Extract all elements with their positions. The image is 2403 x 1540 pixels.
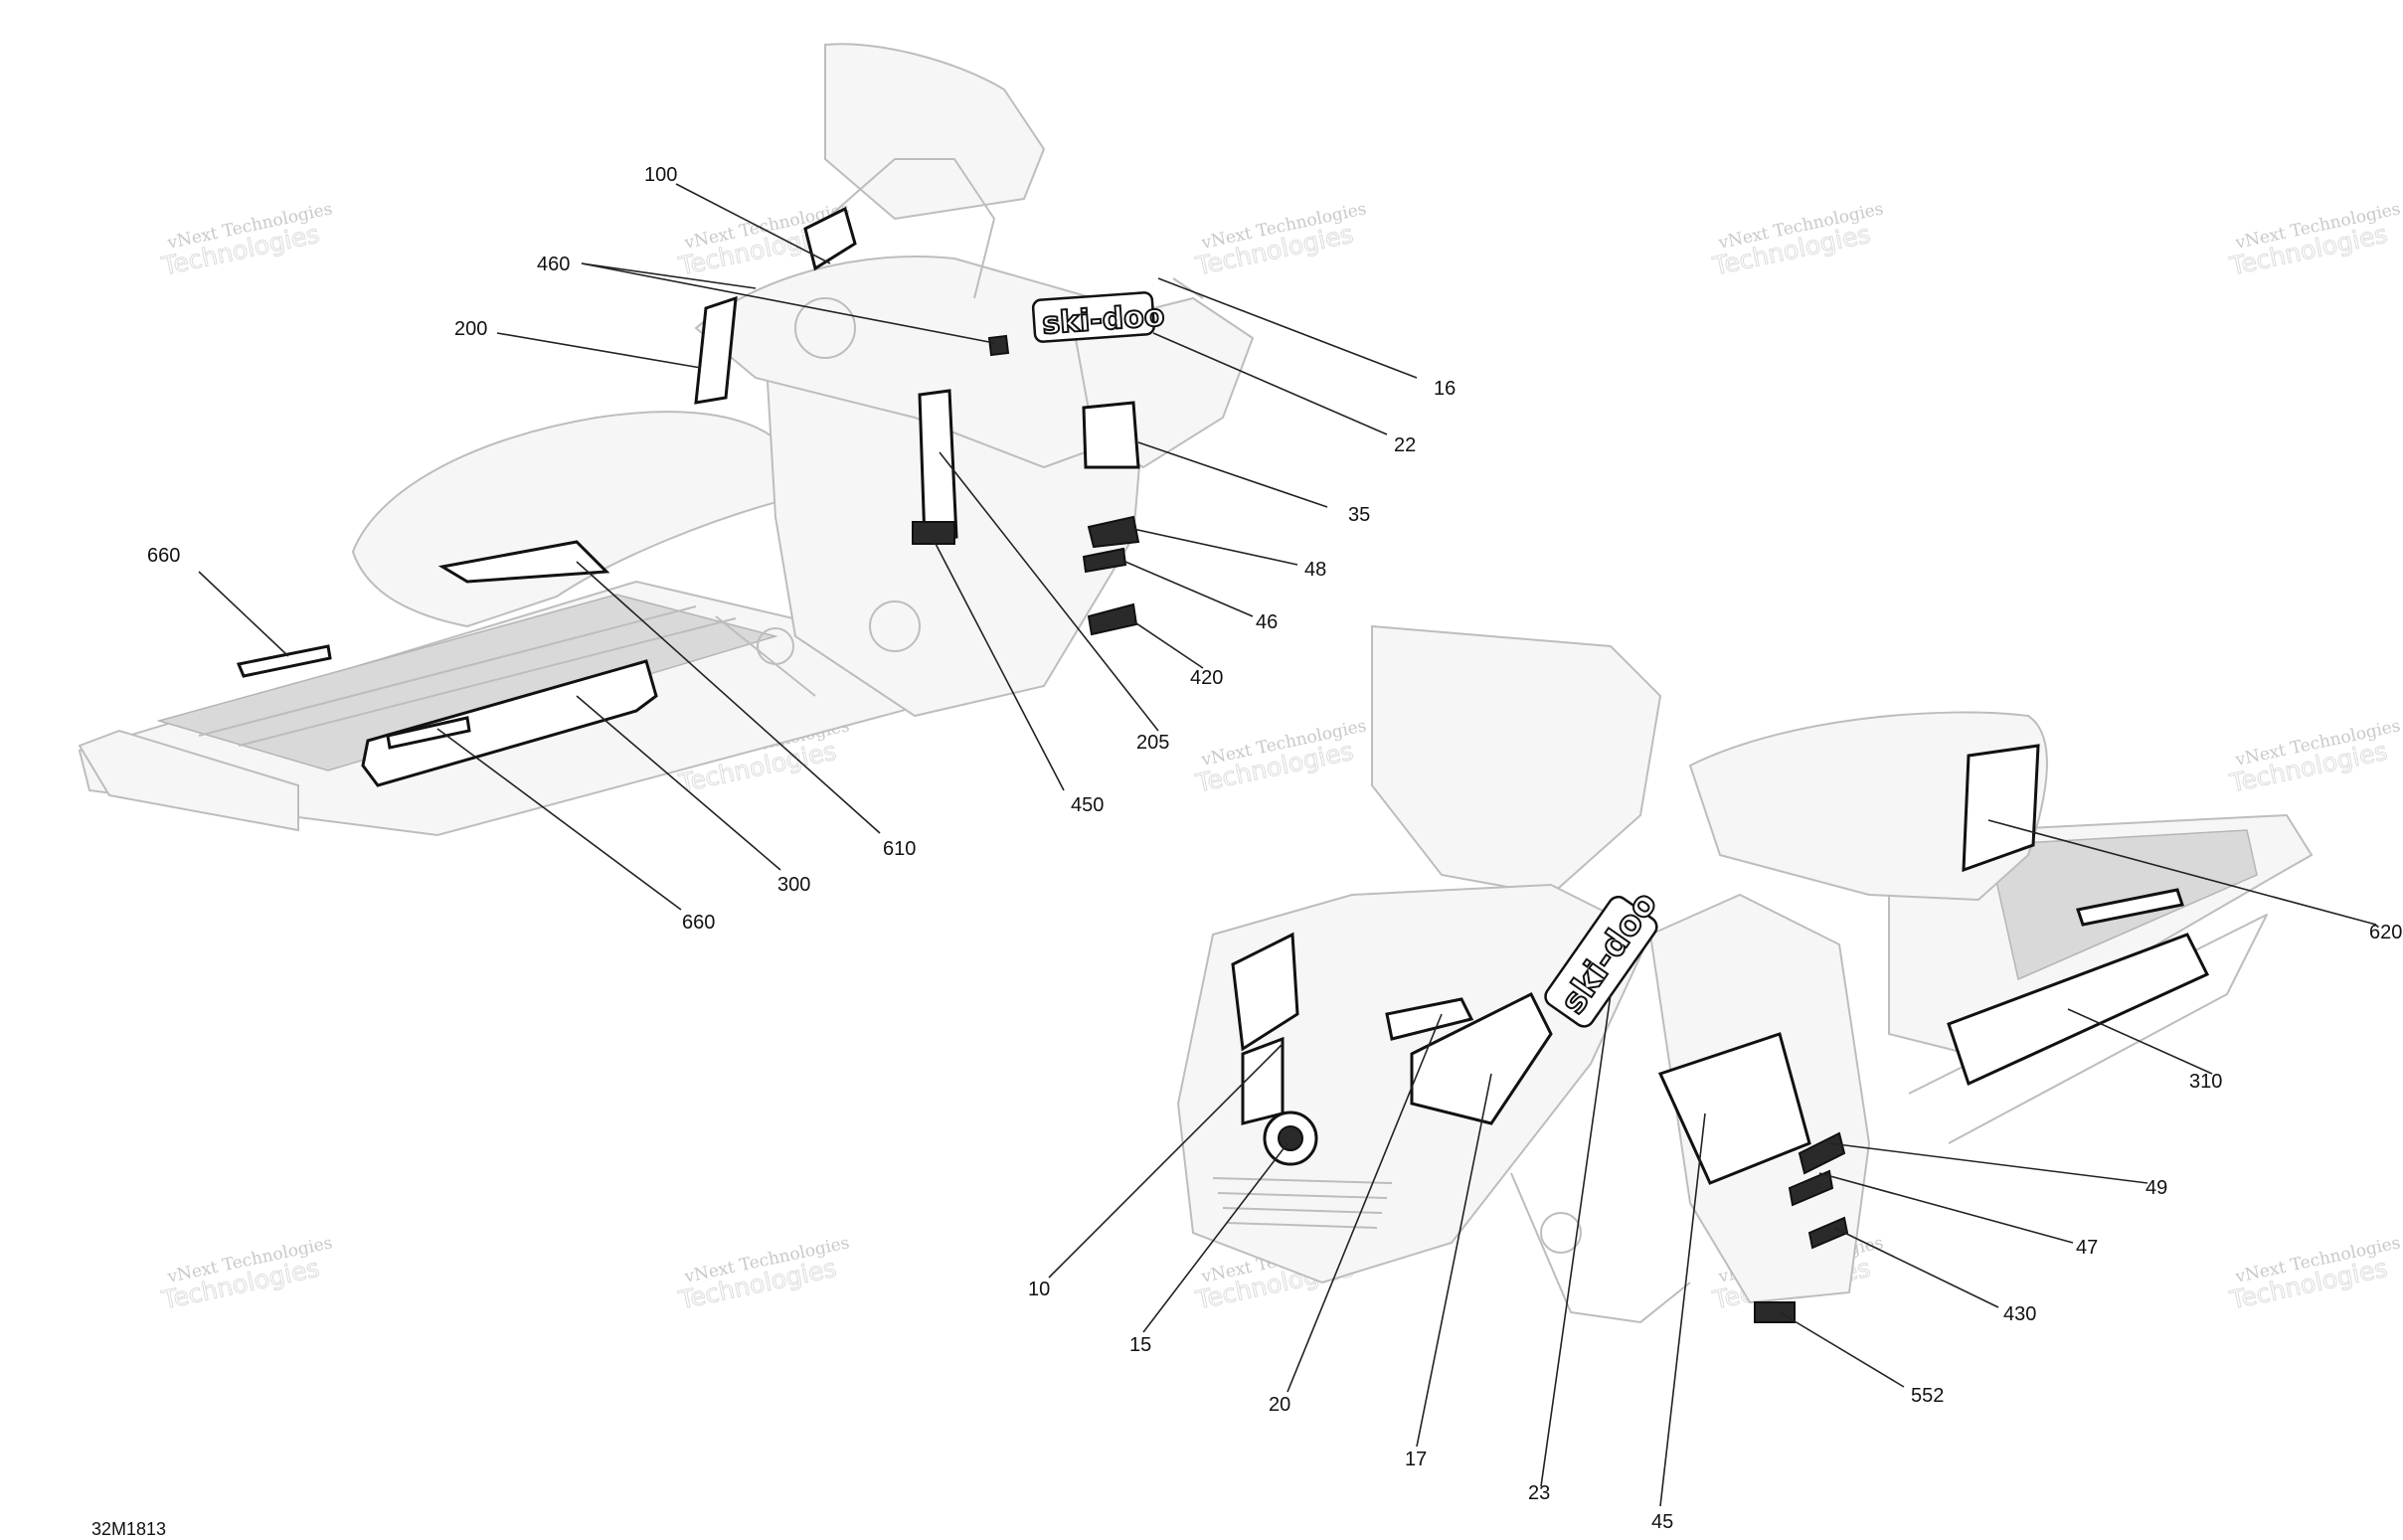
callout-205: 205: [1136, 732, 1169, 754]
decal-460: [987, 334, 1010, 357]
callout-620: 620: [2369, 922, 2402, 943]
callout-20: 20: [1269, 1394, 1290, 1416]
callout-23: 23: [1528, 1482, 1550, 1504]
svg-text:ski-doo: ski-doo: [1041, 298, 1165, 342]
watermark: vNext Technologies Technologies: [2226, 1233, 2402, 1315]
windshield-front: [1371, 624, 1662, 897]
decal-20: [1385, 997, 1474, 1041]
watermark: vNext Technologies Technologies: [1709, 199, 1885, 281]
callout-450: 450: [1071, 794, 1104, 816]
leader-lines: [198, 183, 2377, 1507]
callout-552: 552: [1911, 1385, 1944, 1407]
callout-labels: 100 460 200 660 16 22 35 48 46 420 205 4…: [147, 164, 2402, 1533]
decal-46: [1082, 547, 1127, 574]
decal-15-inner: [1278, 1125, 1303, 1151]
callout-310: 310: [2189, 1071, 2222, 1093]
decal-300: [361, 659, 658, 787]
decal-310b: [2076, 888, 2184, 927]
callout-48: 48: [1304, 559, 1326, 581]
ski-doo-logo-rear: ski-doo: [1031, 291, 1166, 343]
callout-17: 17: [1405, 1449, 1427, 1470]
watermark: vNext Technologies Technologies: [158, 199, 334, 281]
decal-450: [912, 521, 955, 545]
watermark: vNext Technologies Technologies: [675, 1233, 851, 1315]
snowmobile-front-view: ski-doo: [1176, 624, 2314, 1323]
decal-48: [1087, 515, 1140, 549]
watermark: vNext Technologies Technologies: [158, 1233, 334, 1315]
rear-bumper: [78, 729, 299, 832]
watermark: vNext Technologies Technologies: [1192, 199, 1368, 281]
callout-15: 15: [1129, 1334, 1151, 1356]
drawing-reference: 32M1813: [91, 1519, 166, 1539]
snowmobile-rear-view: ski-doo: [78, 43, 1255, 837]
callout-660: 660: [682, 912, 715, 934]
decal-660-rear: [236, 644, 332, 678]
callout-47: 47: [2076, 1237, 2098, 1259]
callout-16: 16: [1434, 378, 1456, 400]
windshield: [824, 43, 1046, 221]
decal-430: [1807, 1216, 1849, 1250]
decal-610: [437, 540, 610, 584]
decal-420: [1087, 602, 1138, 636]
grille: [1212, 1177, 1393, 1229]
decal-17: [1410, 991, 1553, 1125]
watermark: vNext Technologies Technologies: [2226, 716, 2402, 798]
decal-35: [1082, 401, 1140, 469]
callout-610: 610: [883, 838, 916, 860]
callout-420: 420: [1190, 667, 1223, 689]
watermark: vNext Technologies Technologies: [2226, 199, 2402, 281]
callout-46: 46: [1256, 611, 1278, 633]
decal-200: [694, 295, 738, 405]
callout-300: 300: [777, 874, 810, 896]
decal-100: [803, 206, 857, 271]
callout-200: 200: [454, 318, 487, 340]
callout-10: 10: [1028, 1279, 1050, 1300]
decal-620: [1962, 744, 2040, 873]
decal-47: [1788, 1169, 1834, 1207]
decal-45: [1657, 1032, 1811, 1185]
decal-10b: [1241, 1036, 1285, 1125]
decal-552: [1754, 1301, 1796, 1323]
callout-660: 660: [147, 545, 180, 567]
decal-10: [1231, 932, 1299, 1052]
decal-205: [918, 389, 958, 543]
callout-45: 45: [1651, 1511, 1673, 1533]
callout-460: 460: [537, 254, 570, 275]
callout-35: 35: [1348, 504, 1370, 526]
decal-660-side: [386, 716, 471, 750]
callout-22: 22: [1394, 434, 1416, 456]
watermark: vNext Technologies Technologies: [1192, 716, 1368, 798]
callout-49: 49: [2146, 1177, 2167, 1199]
callout-430: 430: [2003, 1303, 2036, 1325]
seat: [351, 411, 797, 628]
callout-100: 100: [644, 164, 677, 186]
decal-310: [1947, 933, 2210, 1087]
